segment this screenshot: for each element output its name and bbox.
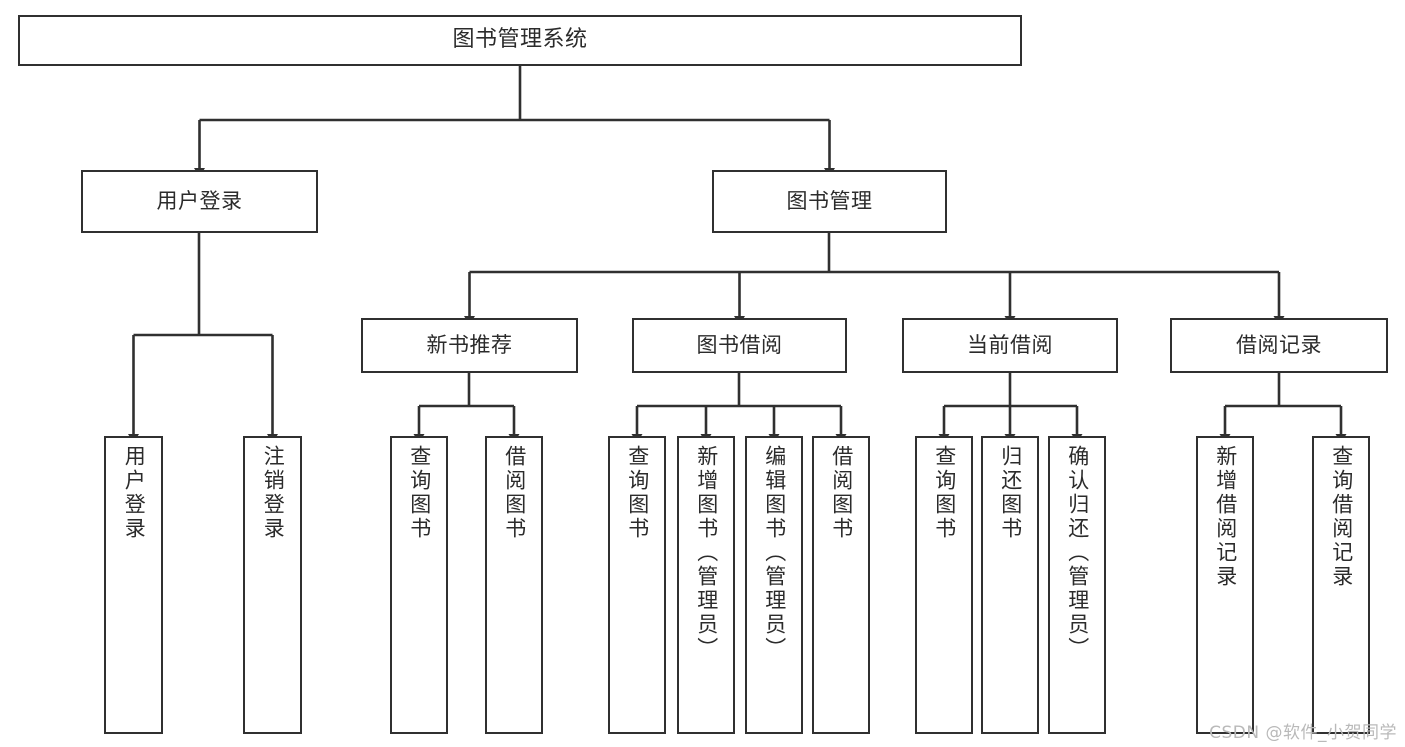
leaf-edit-book-admin[interactable]: 编辑图书（管理员） <box>745 436 803 734</box>
node-label: 用户登录 <box>156 188 243 213</box>
node-label: 编辑图书（管理员） <box>762 445 787 661</box>
node-label: 新增借阅记录 <box>1213 445 1238 589</box>
node-new-book-recommend[interactable]: 新书推荐 <box>361 318 578 373</box>
node-label: 新增图书（管理员） <box>694 445 719 661</box>
node-book-management[interactable]: 图书管理 <box>712 170 947 233</box>
node-label: 查询图书 <box>407 445 432 541</box>
node-root-system[interactable]: 图书管理系统 <box>18 15 1022 66</box>
leaf-return-book[interactable]: 归还图书 <box>981 436 1039 734</box>
node-current-borrow[interactable]: 当前借阅 <box>902 318 1118 373</box>
node-label: 查询图书 <box>932 445 957 541</box>
leaf-borrow-book[interactable]: 借阅图书 <box>812 436 870 734</box>
node-label: 新书推荐 <box>426 332 513 357</box>
node-label: 确认归还（管理员） <box>1065 445 1090 661</box>
leaf-query-book-borrow[interactable]: 查询图书 <box>608 436 666 734</box>
node-label: 查询借阅记录 <box>1329 445 1354 589</box>
leaf-add-book-admin[interactable]: 新增图书（管理员） <box>677 436 735 734</box>
node-label: 借阅图书 <box>502 445 527 541</box>
leaf-query-borrow-record[interactable]: 查询借阅记录 <box>1312 436 1370 734</box>
leaf-confirm-return-admin[interactable]: 确认归还（管理员） <box>1048 436 1106 734</box>
leaf-logout[interactable]: 注销登录 <box>243 436 302 734</box>
node-label: 用户登录 <box>122 445 147 541</box>
node-label: 注销登录 <box>261 445 286 541</box>
node-label: 查询图书 <box>625 445 650 541</box>
leaf-query-book-current[interactable]: 查询图书 <box>915 436 973 734</box>
leaf-borrow-book-recommend[interactable]: 借阅图书 <box>485 436 543 734</box>
leaf-user-login[interactable]: 用户登录 <box>104 436 163 734</box>
node-user-login[interactable]: 用户登录 <box>81 170 318 233</box>
node-label: 图书管理 <box>786 188 873 213</box>
node-borrow-records[interactable]: 借阅记录 <box>1170 318 1388 373</box>
node-label: 图书借阅 <box>696 332 783 357</box>
leaf-add-borrow-record[interactable]: 新增借阅记录 <box>1196 436 1254 734</box>
node-label: 图书管理系统 <box>452 27 588 53</box>
node-book-borrow[interactable]: 图书借阅 <box>632 318 847 373</box>
node-label: 借阅记录 <box>1236 332 1322 357</box>
leaf-query-book-recommend[interactable]: 查询图书 <box>390 436 448 734</box>
node-label: 当前借阅 <box>967 332 1053 357</box>
node-label: 归还图书 <box>998 445 1023 541</box>
node-label: 借阅图书 <box>829 445 854 541</box>
